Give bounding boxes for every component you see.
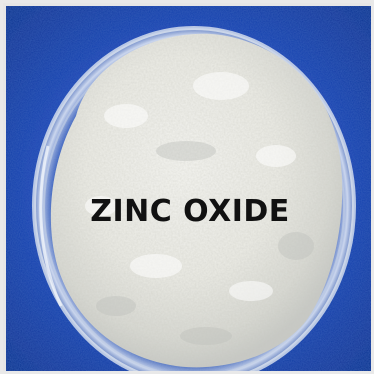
glass-highlight bbox=[39, 145, 63, 307]
photo-illustration bbox=[6, 6, 371, 371]
product-photo: ZINC OXIDE bbox=[6, 6, 371, 371]
powder-shadows bbox=[96, 141, 314, 345]
powder-texture bbox=[85, 72, 296, 301]
product-label: ZINC OXIDE bbox=[90, 194, 290, 229]
